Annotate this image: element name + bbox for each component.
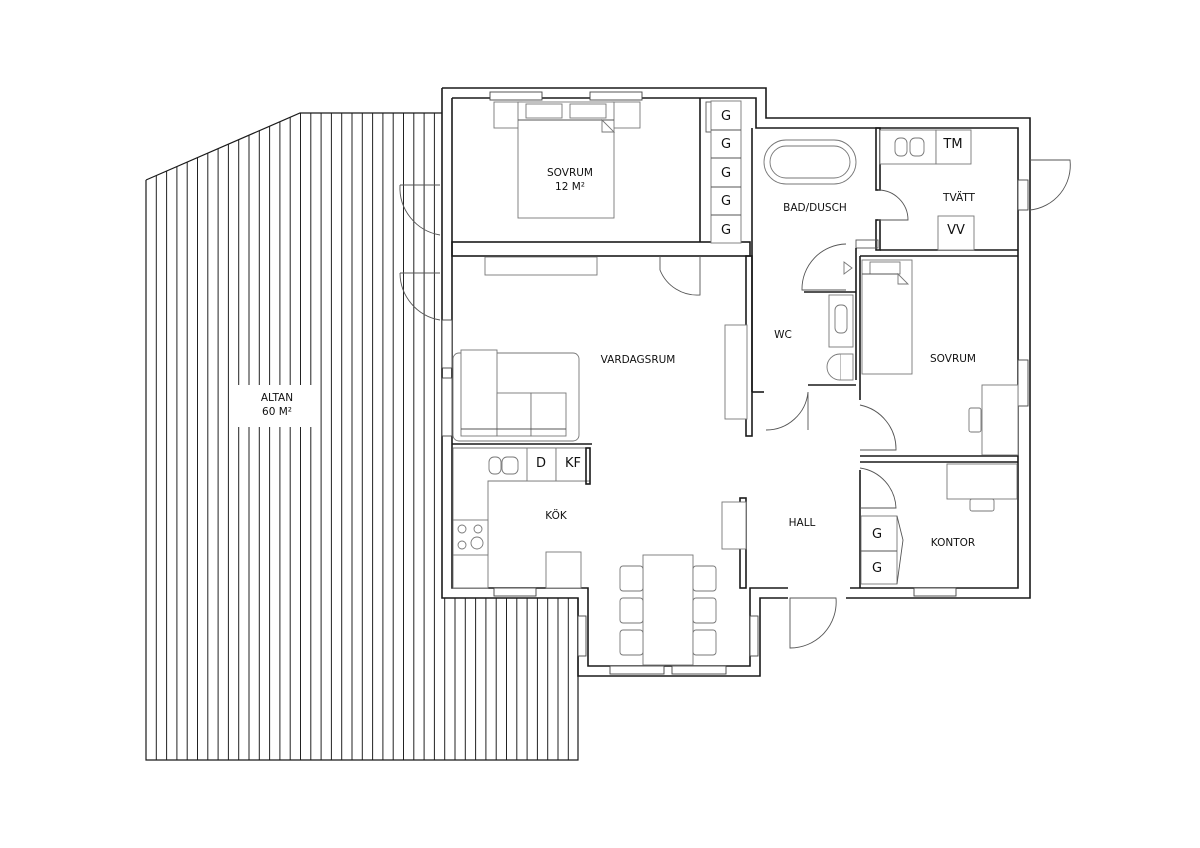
room-label-altan: ALTAN	[261, 392, 293, 404]
room-label-sovrum-2: SOVRUM	[930, 353, 976, 365]
room-label-kok: KÖK	[545, 509, 568, 522]
wardrobe-label: G	[721, 223, 731, 238]
fridge-label: KF	[565, 456, 581, 471]
wardrobe-label: G	[721, 109, 731, 124]
wardrobe-label: G	[872, 527, 882, 542]
room-label-bad: BAD/DUSCH	[783, 202, 847, 214]
altan-deck	[145, 112, 579, 761]
room-label-vardagsrum: VARDAGSRUM	[601, 354, 676, 366]
kitchen-fixtures: D KF	[452, 447, 747, 589]
doors	[399, 159, 1071, 649]
room-labels: SOVRUM 12 M² ALTAN 60 M² BAD/DUSCH TVÄTT…	[261, 167, 976, 549]
wardrobes-master: G G G G G	[705, 100, 742, 244]
room-label-sovrum-master: SOVRUM	[547, 167, 593, 179]
bed-master	[493, 101, 641, 219]
tm-label: TM	[942, 137, 962, 152]
wardrobe-label: G	[872, 561, 882, 576]
room-label-kontor: KONTOR	[931, 537, 975, 549]
living-room-furniture	[452, 256, 748, 442]
dining-table	[619, 554, 717, 666]
bed-second	[861, 259, 1019, 456]
wc-fixtures	[826, 261, 854, 381]
room-area-sovrum-master: 12 M²	[555, 181, 585, 193]
room-label-wc: WC	[774, 329, 792, 341]
windows	[441, 91, 1029, 675]
room-area-altan: 60 M²	[262, 406, 292, 418]
room-label-hall: HALL	[789, 517, 816, 529]
bathtub	[763, 139, 857, 185]
dishwasher-label: D	[536, 456, 546, 471]
wardrobe-label: G	[721, 137, 731, 152]
office-furniture: G G	[860, 463, 1018, 585]
laundry-fixtures: TM VV	[879, 129, 975, 251]
wardrobe-label: G	[721, 166, 731, 181]
exterior-walls	[441, 87, 1031, 677]
room-label-tvatt: TVÄTT	[942, 191, 976, 204]
vv-label: VV	[947, 223, 965, 238]
wardrobe-label: G	[721, 194, 731, 209]
